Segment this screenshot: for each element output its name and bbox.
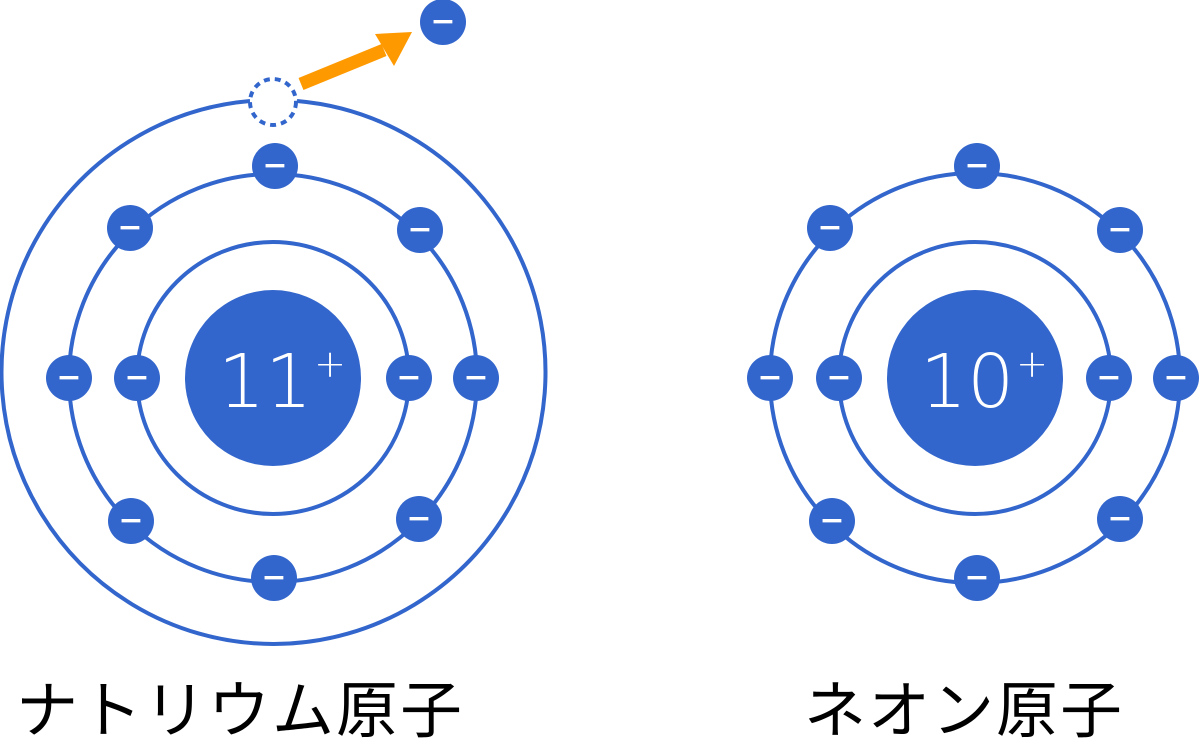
electron: − <box>807 205 853 251</box>
electron-symbol: − <box>124 360 149 395</box>
sodium-nucleus-number: 11 <box>218 339 312 425</box>
atom-diagram: 11+ − − − − − <box>0 0 1199 646</box>
vacated-electron-position <box>248 77 298 127</box>
electron-symbol: − <box>118 503 143 538</box>
electron: − <box>114 355 160 401</box>
electron: − <box>954 143 1000 189</box>
electron: − <box>1097 496 1143 542</box>
sodium-atom: 11+ − − − − − <box>0 0 548 646</box>
sodium-nucleus-charge: 11+ <box>218 339 346 425</box>
electron-symbol: − <box>826 360 851 395</box>
electron: − <box>252 143 298 189</box>
electron: − <box>954 555 1000 601</box>
electron-symbol: − <box>407 212 432 247</box>
electron-symbol: − <box>964 560 989 595</box>
neon-atom-caption: ネオン原子 <box>804 674 1125 747</box>
electron-symbol: − <box>117 210 142 245</box>
sodium-shell-m <box>0 99 548 646</box>
electron-symbol: − <box>1163 360 1188 395</box>
electron: − <box>1153 355 1199 401</box>
electron: − <box>46 355 92 401</box>
electron: − <box>816 355 862 401</box>
sodium-nucleus <box>185 290 361 466</box>
electron-symbol: − <box>430 4 455 39</box>
electron: − <box>108 498 154 544</box>
released-electron: − <box>420 0 466 45</box>
electron: − <box>1097 207 1143 253</box>
electron-release-arrow <box>298 32 412 91</box>
electron-symbol: − <box>964 148 989 183</box>
electron: − <box>809 498 855 544</box>
neon-nucleus-charge: 10+ <box>920 339 1048 425</box>
electron-symbol: − <box>406 501 431 536</box>
sodium-atom-caption: ナトリウム原子 <box>16 674 465 747</box>
electron-symbol: − <box>1096 360 1121 395</box>
electron-symbol: − <box>396 360 421 395</box>
neon-atom: 10+ − − − − − <box>747 143 1199 601</box>
electron: − <box>251 555 297 601</box>
electron-symbol: − <box>261 560 286 595</box>
electron: − <box>1086 355 1132 401</box>
electron: − <box>386 355 432 401</box>
neon-nucleus-sign: + <box>1016 342 1048 386</box>
neon-nucleus-number: 10 <box>920 339 1014 425</box>
electron: − <box>453 355 499 401</box>
electron-symbol: − <box>1107 501 1132 536</box>
neon-nucleus <box>887 290 1063 466</box>
electron-symbol: − <box>817 210 842 245</box>
electron-symbol: − <box>262 148 287 183</box>
electron-symbol: − <box>1107 212 1132 247</box>
electron: − <box>747 355 793 401</box>
sodium-nucleus-sign: + <box>314 342 346 386</box>
electron: − <box>397 207 443 253</box>
electron-symbol: − <box>56 360 81 395</box>
electron: − <box>396 496 442 542</box>
electron-symbol: − <box>757 360 782 395</box>
electron-symbol: − <box>463 360 488 395</box>
electron: − <box>107 205 153 251</box>
electron-symbol: − <box>819 503 844 538</box>
